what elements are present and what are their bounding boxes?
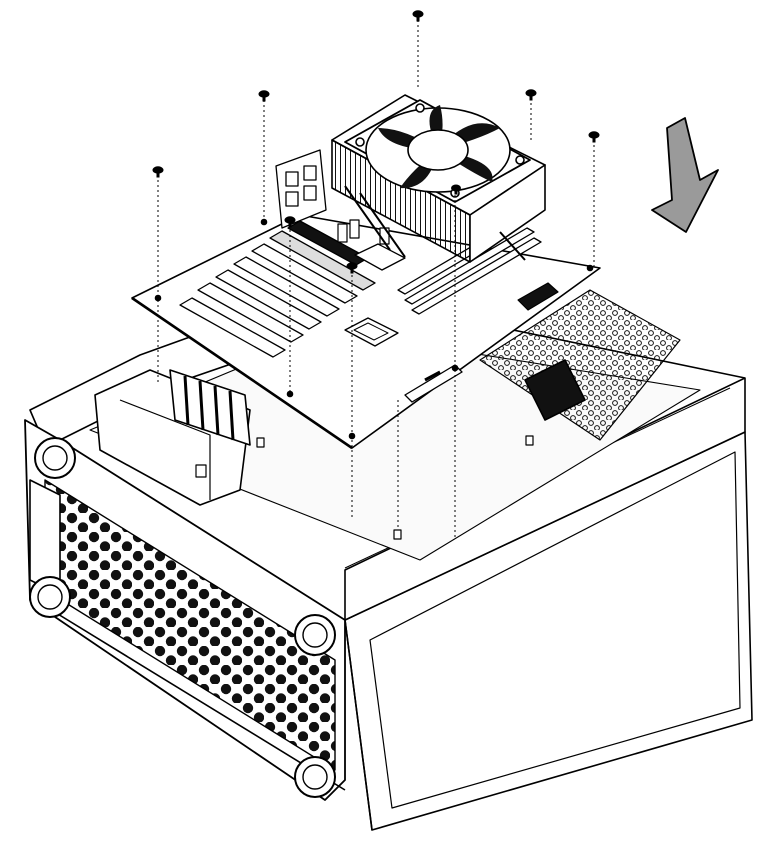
pc-case [24,289,753,831]
case-foot-bottom-right [294,756,336,798]
case-foot-front-right [294,614,336,656]
screw-icon [451,184,461,195]
screw-icon [284,216,296,228]
case-side-panel [344,431,753,831]
cpu-cooler [331,94,546,263]
psu-vent-grille [479,289,681,441]
pci-slots [179,220,376,358]
case-foot-bottom-left [29,576,71,618]
screw-icon [152,166,164,178]
motherboard [131,149,601,450]
cooler-fan [344,99,531,203]
screw-guides [157,20,595,540]
screws [152,10,600,274]
expansion-slot-covers [169,369,251,446]
arrow-down-icon [651,117,719,233]
case-foot-front-left [34,437,76,479]
case-front-bezel [24,419,346,801]
screw-icon [258,90,270,102]
screw-icon [588,131,600,143]
cpu-socket [354,243,406,271]
io-panel [275,149,327,229]
screw-icon [525,89,537,101]
screw-icon [412,10,424,22]
atx-power-connector [517,282,559,311]
chipset [344,317,399,347]
front-header-connector [404,364,463,403]
screw-icon [346,262,358,274]
